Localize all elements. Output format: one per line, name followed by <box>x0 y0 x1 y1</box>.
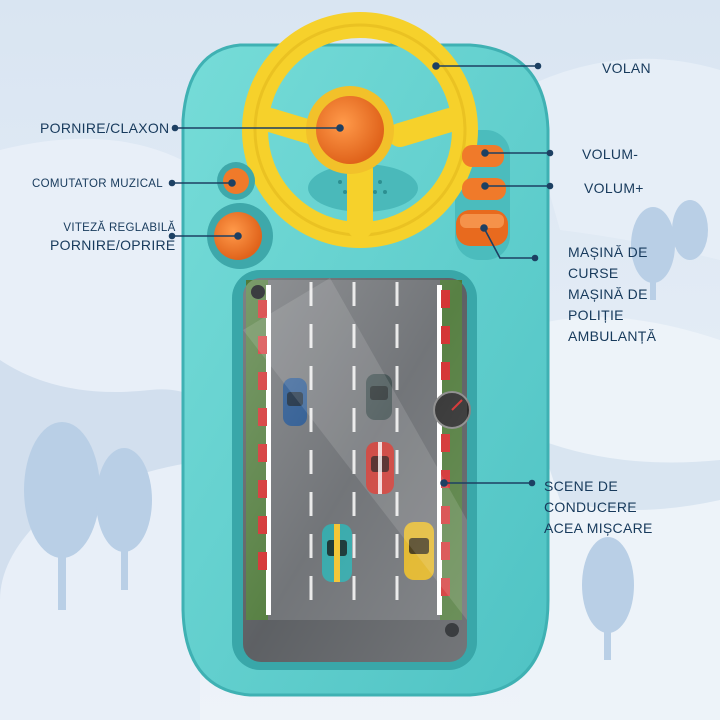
race-track-screen <box>243 278 471 662</box>
label-masini-line: MAȘINĂ DE <box>568 244 648 260</box>
label-masini-list: MAȘINĂ DE CURSE MAȘINĂ DE POLIȚIE AMBULA… <box>568 242 656 347</box>
label-masini-line: AMBULANȚĂ <box>568 328 657 344</box>
label-masini-line: MAȘINĂ DE <box>568 286 648 302</box>
label-scene-list: SCENE DE CONDUCERE ACEA MIȘCARE <box>544 476 653 539</box>
label-viteza-line1: VITEZĂ REGLABILĂ <box>63 222 176 234</box>
callout-lines <box>168 62 554 487</box>
label-scene-line: ACEA MIȘCARE <box>544 520 653 536</box>
label-volum-minus: VOLUM- <box>582 146 639 162</box>
label-viteza-reglabila: VITEZĂ REGLABILĂ PORNIRE/OPRIRE <box>50 220 176 254</box>
tree-decor <box>24 200 708 660</box>
label-masini-line: POLIȚIE <box>568 307 624 323</box>
label-viteza-line2: PORNIRE/OPRIRE <box>50 237 176 253</box>
label-pornire-claxon: PORNIRE/CLAXON <box>40 120 170 136</box>
label-scene-line: SCENE DE <box>544 478 618 494</box>
label-masini-line: CURSE <box>568 265 619 281</box>
label-volan: VOLAN <box>602 60 651 76</box>
horn-button-icon[interactable] <box>306 86 394 174</box>
label-volum-plus: VOLUM+ <box>584 180 644 196</box>
music-switch-icon[interactable] <box>217 162 255 200</box>
label-scene-line: CONDUCERE <box>544 499 637 515</box>
label-comutator-muzical: COMUTATOR MUZICAL <box>32 178 163 190</box>
